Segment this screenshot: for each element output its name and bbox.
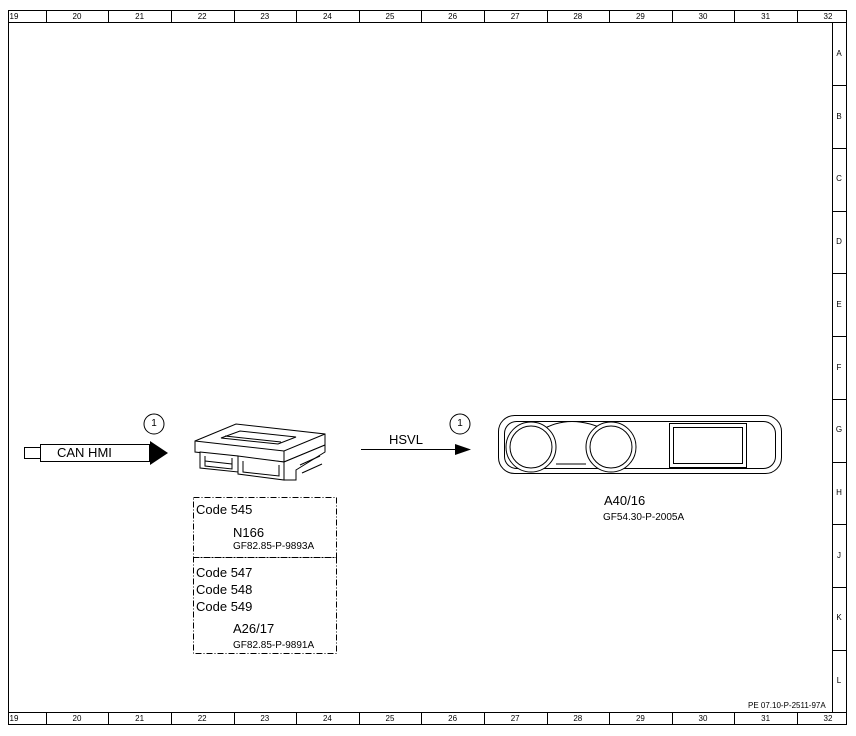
column-ticks [46,10,798,725]
module-lower-ref: GF82.85-P-9891A [233,640,315,651]
column-number-bottom: 24 [322,714,332,723]
footer-reference: PE 07.10-P-2511-97A [748,701,826,710]
row-letter: C [836,174,842,184]
column-number-bottom: 19 [9,714,19,723]
input-marker-number: 1 [151,418,157,429]
hsvl-line [361,444,471,455]
column-number-top: 24 [322,12,332,21]
column-number-bottom: 29 [635,714,645,723]
module-lower-code-3: Code 549 [196,599,253,614]
row-letter: K [836,613,842,623]
hsvl-label: HSVL [389,432,423,447]
column-number-bottom: 30 [698,714,708,723]
column-number-top: 28 [573,12,583,21]
column-number-bottom: 31 [761,714,771,723]
column-number-bottom: 20 [72,714,82,723]
row-letter: G [835,425,843,435]
bus-marker-circle [449,413,471,435]
row-ticks [832,85,847,651]
column-number-top: 21 [135,12,145,21]
bus-marker-number: 1 [457,418,463,429]
column-number-bottom: 26 [448,714,458,723]
column-number-top: 23 [260,12,270,21]
module-upper-block: Code 545 [196,501,252,518]
code-box-upper [193,497,337,558]
module-upper-id: N166 [233,525,265,540]
can-hmi-connector [24,441,168,465]
row-letter: F [836,362,842,372]
column-number-bottom: 23 [260,714,270,723]
module-lower-id: A26/17 [233,621,275,636]
input-arrow-icon [150,441,168,465]
column-number-bottom: 28 [573,714,583,723]
column-number-bottom: 27 [510,714,520,723]
control-module-icon [194,423,326,481]
row-letter: E [836,299,842,309]
module-lower-code-2: Code 548 [196,582,253,597]
row-letter: B [836,111,842,121]
column-number-bottom: 21 [135,714,145,723]
column-number-top: 19 [9,12,19,21]
row-letter: J [837,550,841,560]
column-number-bottom: 32 [823,714,833,723]
code-box-lower [193,557,337,654]
module-lower-block: Code 547 Code 548 Code 549 [196,564,252,615]
row-letter: D [836,237,842,247]
instrument-cluster-icon [498,415,782,474]
cluster-ref: GF54.30-P-2005A [603,512,685,523]
column-number-top: 32 [823,12,833,21]
module-upper-code: Code 545 [196,502,253,517]
module-lower-code-1: Code 547 [196,565,253,580]
row-letter: L [836,676,842,686]
row-letter: A [836,48,842,58]
column-number-top: 30 [698,12,708,21]
column-number-top: 29 [635,12,645,21]
column-number-bottom: 25 [385,714,395,723]
row-letter: H [836,487,842,497]
column-number-top: 31 [761,12,771,21]
can-hmi-label: CAN HMI [57,445,112,460]
hsvl-arrow-icon [455,444,471,455]
column-number-top: 25 [385,12,395,21]
column-number-top: 27 [510,12,520,21]
cluster-id: A40/16 [604,493,646,508]
module-upper-ref: GF82.85-P-9893A [233,541,315,552]
column-number-top: 26 [448,12,458,21]
column-number-top: 22 [197,12,207,21]
input-marker-circle [143,413,165,435]
column-number-top: 20 [72,12,82,21]
column-number-bottom: 22 [197,714,207,723]
sheet-border [8,10,847,725]
